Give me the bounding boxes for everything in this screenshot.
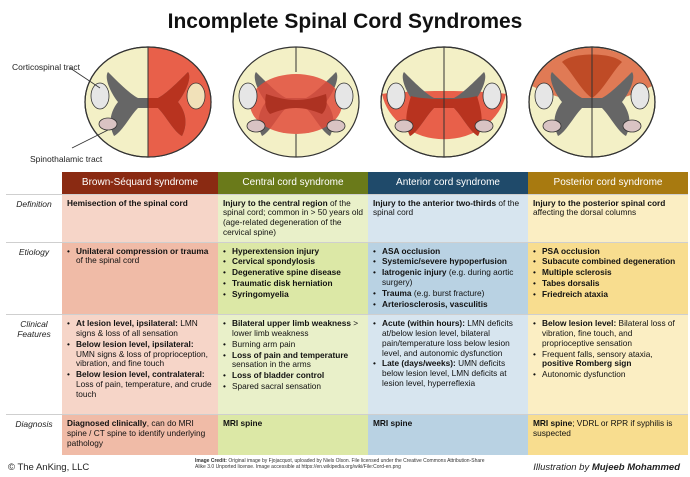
etiology-list: Unilateral compression or trauma of the … xyxy=(67,246,213,267)
spinothalamic-label: Spinothalamic tract xyxy=(30,154,103,164)
col-anterior-cord: Anterior cord syndrome xyxy=(368,172,528,194)
posterior-cord xyxy=(528,46,656,158)
list-item: Traumatic disk herniation xyxy=(223,278,363,289)
list-item: Below lesion level, contralateral: Loss … xyxy=(67,369,213,399)
etiology-row: Etiology Unilateral compression or traum… xyxy=(6,241,688,315)
definition-cell: Injury to the anterior two-thirds of the… xyxy=(368,193,528,243)
diagnosis-row: Diagnosis Diagnosed clinically, can do M… xyxy=(6,414,688,455)
list-item: Autonomic dysfunction xyxy=(533,369,683,380)
illustrator-credit: Illustration by Mujeeb Mohammed xyxy=(533,462,680,473)
corticospinal-pointer xyxy=(69,67,101,89)
list-item: Multiple sclerosis xyxy=(533,267,683,278)
clinical-list: At lesion level, ipsilateral: LMN signs … xyxy=(67,318,213,399)
list-item: Subacute combined degeneration xyxy=(533,257,683,267)
diagnosis-cell: MRI spine xyxy=(218,414,368,455)
list-item: Tabes dorsalis xyxy=(533,278,683,289)
definition-cell: Injury to the posterior spinal cord affe… xyxy=(528,193,688,243)
list-item: PSA occlusion xyxy=(533,246,683,257)
list-item: ASA occlusion xyxy=(373,246,523,257)
central-cord xyxy=(232,46,360,158)
list-item: Degenerative spine disease xyxy=(223,267,363,278)
row-label-clinical: Clinical Features xyxy=(6,314,62,415)
col-central-cord: Central cord syndrome xyxy=(218,172,368,194)
list-item: Acute (within hours): LMN deficits at/be… xyxy=(373,318,523,358)
col-posterior-cord: Posterior cord syndrome xyxy=(528,172,688,194)
brown-sequard-cord xyxy=(84,46,212,158)
clinical-list: Bilateral upper limb weakness > lower li… xyxy=(223,318,363,392)
clinical-list: Below lesion level: Bilateral loss of vi… xyxy=(533,318,683,380)
list-item: Hyperextension injury xyxy=(223,246,363,257)
list-item: Burning arm pain xyxy=(223,339,363,350)
diagnosis-cell: Diagnosed clinically, can do MRI spine /… xyxy=(62,414,218,455)
list-item: Below lesion level, ipsilateral: UMN sig… xyxy=(67,339,213,369)
clinical-row: Clinical Features At lesion level, ipsil… xyxy=(6,314,688,415)
page-title: Incomplete Spinal Cord Syndromes xyxy=(167,10,523,33)
list-item: Systemic/severe hypoperfusion xyxy=(373,257,523,267)
spinothalamic-pointer xyxy=(71,129,109,149)
image-credit: Image Credit: Original image by Fjojacqu… xyxy=(195,458,485,471)
anterior-cord xyxy=(380,46,508,158)
list-item: Spared sacral sensation xyxy=(223,381,363,392)
header-row: Brown-Séquard syndrome Central cord synd… xyxy=(6,172,688,194)
etiology-list: PSA occlusionSubacute combined degenerat… xyxy=(533,246,683,300)
corticospinal-label: Corticospinal tract xyxy=(12,62,81,72)
spinal-cord-diagrams xyxy=(69,46,656,158)
row-label-diagnosis: Diagnosis xyxy=(6,414,62,455)
list-item: Unilateral compression or trauma of the … xyxy=(67,246,213,267)
row-label-etiology: Etiology xyxy=(6,241,62,315)
list-item: Late (days/weeks): UMN deficits below le… xyxy=(373,359,523,388)
list-item: Loss of pain and temperature sensation i… xyxy=(223,350,363,371)
list-item: Friedreich ataxia xyxy=(533,289,683,300)
list-item: Cervical spondylosis xyxy=(223,257,363,267)
etiology-list: Hyperextension injuryCervical spondylosi… xyxy=(223,246,363,300)
syndrome-table: Brown-Séquard syndrome Central cord synd… xyxy=(6,172,688,455)
list-item: Loss of bladder control xyxy=(223,370,363,381)
list-item: Syringomyelia xyxy=(223,289,363,300)
list-item: Iatrogenic injury (e.g. during aortic su… xyxy=(373,267,523,288)
etiology-list: ASA occlusionSystemic/severe hypoperfusi… xyxy=(373,246,523,310)
list-item: At lesion level, ipsilateral: LMN signs … xyxy=(67,318,213,339)
copyright: © The AnKing, LLC xyxy=(8,462,90,473)
list-item: Trauma (e.g. burst fracture) xyxy=(373,288,523,299)
list-item: Arteriosclerosis, vasculitis xyxy=(373,299,523,310)
list-item: Below lesion level: Bilateral loss of vi… xyxy=(533,318,683,348)
row-label-definition: Definition xyxy=(6,193,62,243)
col-brown-sequard: Brown-Séquard syndrome xyxy=(62,172,218,194)
diagnosis-cell: MRI spine; VDRL or RPR if syphilis is su… xyxy=(528,414,688,455)
diagnosis-cell: MRI spine xyxy=(368,414,528,455)
definition-cell: Injury to the central region of the spin… xyxy=(218,193,368,243)
definition-row: Definition Hemisection of the spinal cor… xyxy=(6,193,688,243)
definition-cell: Hemisection of the spinal cord xyxy=(62,193,218,243)
list-item: Bilateral upper limb weakness > lower li… xyxy=(223,318,363,339)
clinical-list: Acute (within hours): LMN deficits at/be… xyxy=(373,318,523,388)
list-item: Frequent falls, sensory ataxia, positive… xyxy=(533,349,683,370)
